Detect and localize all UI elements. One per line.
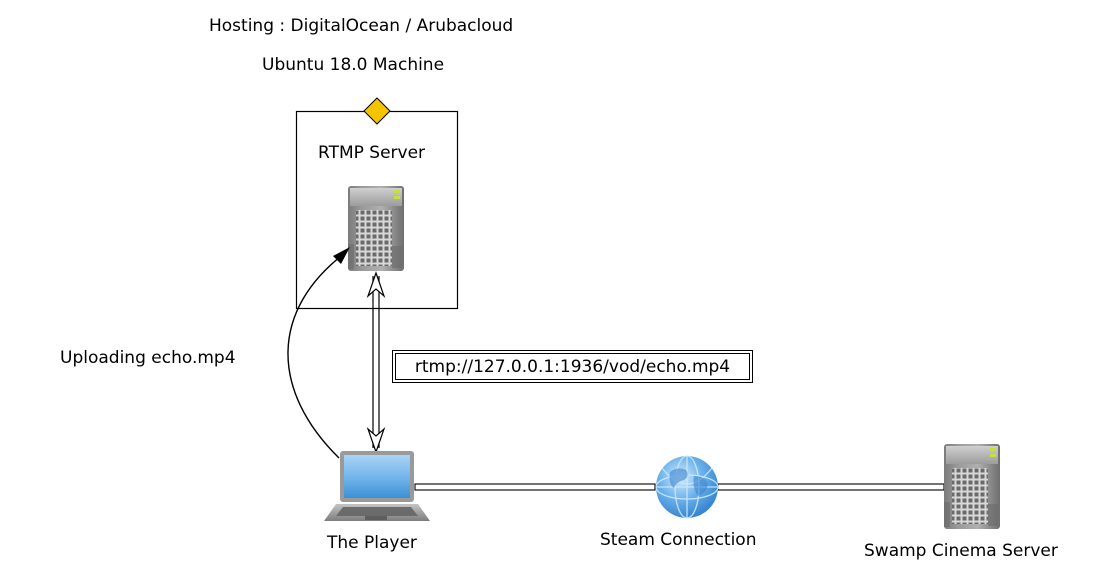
stream-arrowhead-down-icon bbox=[366, 427, 386, 454]
upload-edge bbox=[287, 252, 346, 459]
swamp-label: Swamp Cinema Server bbox=[864, 541, 1058, 561]
steam-label: Steam Connection bbox=[600, 530, 757, 550]
player-label: The Player bbox=[327, 533, 417, 553]
machine-label: Ubuntu 18.0 Machine bbox=[262, 55, 445, 75]
stream-edge bbox=[366, 271, 386, 454]
hosting-label: Hosting : DigitalOcean / Arubacloud bbox=[209, 16, 514, 36]
stream-arrowhead-up-icon bbox=[366, 271, 386, 298]
steam-swamp-edge bbox=[717, 483, 945, 491]
steam-globe-icon[interactable] bbox=[655, 455, 719, 519]
rtmp-server-label: RTMP Server bbox=[318, 143, 426, 163]
stream-url-box: rtmp://127.0.0.1:1936/vod/echo.mp4 bbox=[392, 350, 753, 383]
upload-arrowhead-icon bbox=[333, 247, 350, 264]
player-laptop-icon[interactable] bbox=[324, 451, 430, 521]
container-marker-icon bbox=[363, 97, 391, 125]
stream-url-label: rtmp://127.0.0.1:1936/vod/echo.mp4 bbox=[395, 353, 750, 380]
swamp-server-icon[interactable] bbox=[944, 444, 1000, 529]
upload-edge-label: Uploading echo.mp4 bbox=[60, 348, 236, 368]
rtmp-server-icon[interactable] bbox=[348, 186, 404, 271]
player-steam-edge bbox=[414, 483, 656, 491]
